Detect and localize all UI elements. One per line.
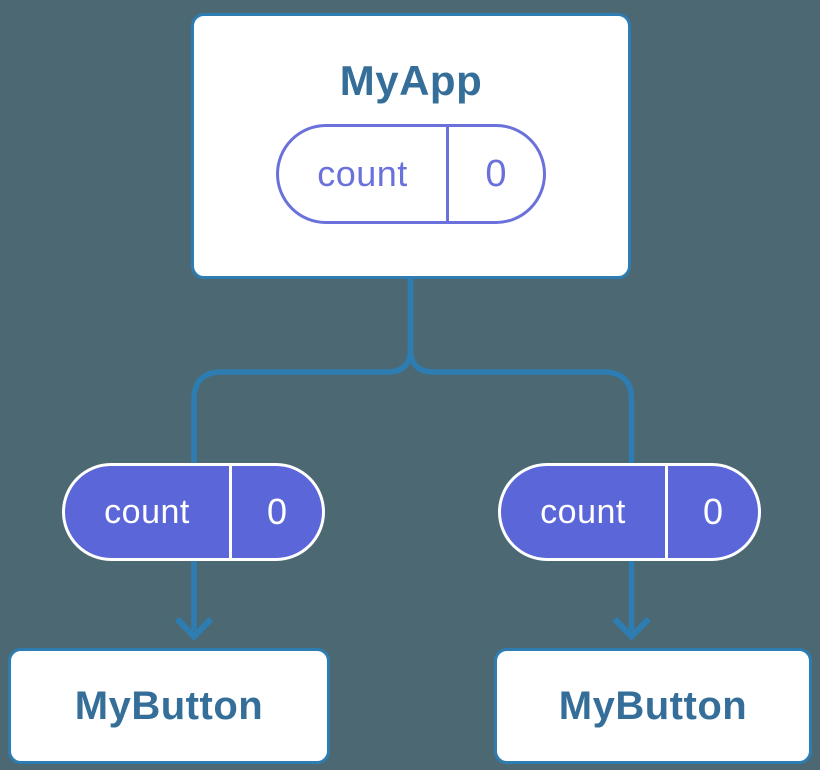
- child-node-mybutton-right: MyButton: [494, 648, 812, 764]
- prop-name: count: [104, 492, 190, 531]
- state-pill: count 0: [276, 124, 546, 224]
- node-title: MyButton: [74, 683, 264, 728]
- prop-pill-right: count 0: [498, 463, 761, 561]
- prop-value: 0: [229, 466, 322, 558]
- arrow-down-icon: [612, 616, 651, 641]
- prop-name: count: [540, 492, 626, 531]
- prop-pill-left: count 0: [62, 463, 325, 561]
- state-name: count: [317, 153, 408, 194]
- connector-branch-left: [191, 348, 414, 631]
- node-title: MyButton: [558, 683, 748, 728]
- root-node-myapp: MyApp count 0: [191, 13, 631, 279]
- arrow-down-icon: [174, 616, 214, 641]
- prop-value: 0: [665, 466, 758, 558]
- connector-branch-right: [407, 348, 635, 631]
- child-node-mybutton-left: MyButton: [8, 648, 330, 764]
- node-title: MyApp: [339, 57, 483, 104]
- state-value: 0: [446, 127, 543, 221]
